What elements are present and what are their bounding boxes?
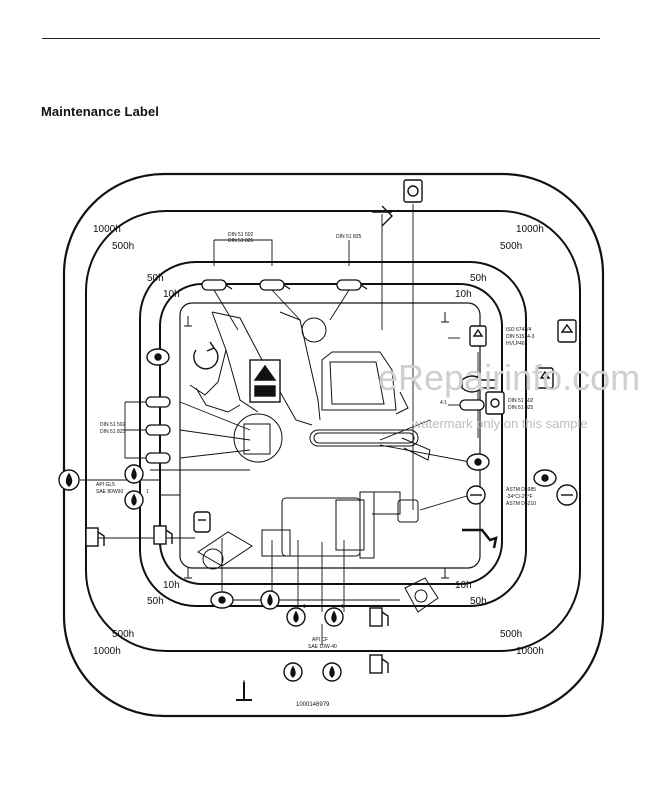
grease-point-6 (145, 452, 171, 464)
sight-glass-icon-bottom (210, 591, 234, 609)
label-50h-tr: 50h (470, 273, 487, 284)
ground-stake-icon (236, 682, 252, 701)
grease-point-2 (259, 279, 291, 291)
hydraulic-tank-icon-50h (536, 367, 554, 389)
nipple-bl (184, 568, 192, 579)
std-din51825-top2: DIN 51 825 (336, 234, 362, 240)
ring-500h (85, 210, 581, 652)
fuel-pump-icon-left-b (153, 525, 173, 545)
gear-oil-drop-icon-500h-a (124, 464, 144, 484)
qty-one-2: 1 (341, 604, 344, 610)
label-10h-tr: 10h (455, 289, 472, 300)
sight-glass-icon-far-right (533, 469, 557, 487)
sight-glass-icon-right (466, 453, 490, 471)
qty-one-3: 1 (146, 489, 149, 495)
std-sae-80w90: SAE 80W90 (96, 489, 123, 495)
label-10h-bl: 10h (163, 580, 180, 591)
grease-point-1 (201, 279, 233, 291)
std-temp-range: -34°C/-29°F (506, 494, 533, 500)
coolant-icon-1000h (556, 484, 578, 506)
engine-oil-drop-icon-1000h-a (283, 662, 303, 682)
fuel-pump-icon-bottom-b (369, 654, 389, 674)
nipple-tr (441, 312, 449, 323)
label-1000h-tl: 1000h (93, 224, 121, 235)
label-500h-bl: 500h (112, 629, 134, 640)
std-ratio: 4:1 (440, 400, 447, 406)
std-iso6743: ISO 6743/4 (506, 327, 532, 333)
gear-oil-drop-icon-1000h (58, 469, 80, 491)
filter-change-icon (485, 391, 505, 415)
nipple-tl (184, 316, 192, 327)
std-astm-d6210: ASTM D6210 (506, 501, 536, 507)
hydraulic-tank-icon-1000h (557, 319, 577, 343)
fuel-pump-icon-left-a (85, 527, 105, 547)
label-500h-tl: 500h (112, 241, 134, 252)
label-1000h-bl: 1000h (93, 646, 121, 657)
oil-can-icon (403, 179, 423, 203)
label-50h-bl: 50h (147, 596, 164, 607)
std-din51502-right: DIN 51 502 (508, 398, 534, 404)
grease-gun-icon (461, 375, 497, 393)
label-10h-tl: 10h (163, 289, 180, 300)
label-1000h-tr: 1000h (516, 224, 544, 235)
nipple-br (441, 568, 449, 579)
label-50h-br: 50h (470, 596, 487, 607)
engine-oil-drop-icon-500h-a (286, 607, 306, 627)
ring-10h (159, 283, 503, 585)
watermark-brand: eRepairinfo.com (378, 357, 640, 398)
gear-oil-drop-icon-500h-b (124, 490, 144, 510)
top-rule (42, 38, 600, 39)
label-500h-br: 500h (500, 629, 522, 640)
std-api-cf: API CF (312, 637, 328, 643)
std-din51502-top: DIN 51 502 (228, 232, 254, 238)
engine-oil-drop-icon-500h-b (324, 607, 344, 627)
battery-icon (193, 511, 211, 533)
std-sae-10w40: SAE 10W-40 (308, 644, 337, 650)
coolant-icon-10h (466, 485, 486, 505)
std-din51502-left: DIN 51 502 (100, 422, 126, 428)
operator-manual-icon (249, 359, 281, 403)
std-din51524: DIN 51524-3 (506, 334, 535, 340)
hydraulic-tank-icon-10h (469, 325, 487, 347)
label-1000h-br: 1000h (516, 646, 544, 657)
label-10h-br: 10h (455, 580, 472, 591)
label-50h-tl: 50h (147, 273, 164, 284)
ring-1000h (62, 172, 605, 718)
qty-one-1: 1 (303, 604, 306, 610)
std-din51825-top: DIN 51 825 (228, 238, 254, 244)
label-code: 1000146979 (296, 702, 330, 708)
air-filter-arrow-icon (372, 205, 393, 227)
std-din51825-right: DIN 51 825 (508, 405, 534, 411)
fuel-nozzle-icon (462, 528, 498, 549)
rotation-arrow-icon (193, 341, 219, 370)
fuel-pump-icon-bottom-a (369, 607, 389, 627)
std-api-gl5: API GL5 (96, 482, 115, 488)
label-500h-tr: 500h (500, 241, 522, 252)
grease-point-5 (145, 424, 171, 436)
engine-oil-drop-icon-1000h-b (322, 662, 342, 682)
engine-oil-drop-icon-50h (260, 590, 280, 610)
std-astm-d4985: ASTM D4985 (506, 487, 536, 493)
grease-point-3 (336, 279, 368, 291)
sight-glass-icon-left (146, 348, 170, 366)
ring-50h (139, 261, 527, 607)
leader-lines (80, 204, 479, 700)
machine-frame (179, 302, 481, 569)
grease-point-4 (145, 396, 171, 408)
std-hvlp46: HVLP46 (506, 341, 525, 347)
std-din51825-left: DIN 51 825 (100, 429, 126, 435)
watermark-notice: watermark only on this sample (411, 416, 588, 431)
section-title: Maintenance Label (41, 104, 160, 119)
grease-point-7 (459, 399, 485, 411)
